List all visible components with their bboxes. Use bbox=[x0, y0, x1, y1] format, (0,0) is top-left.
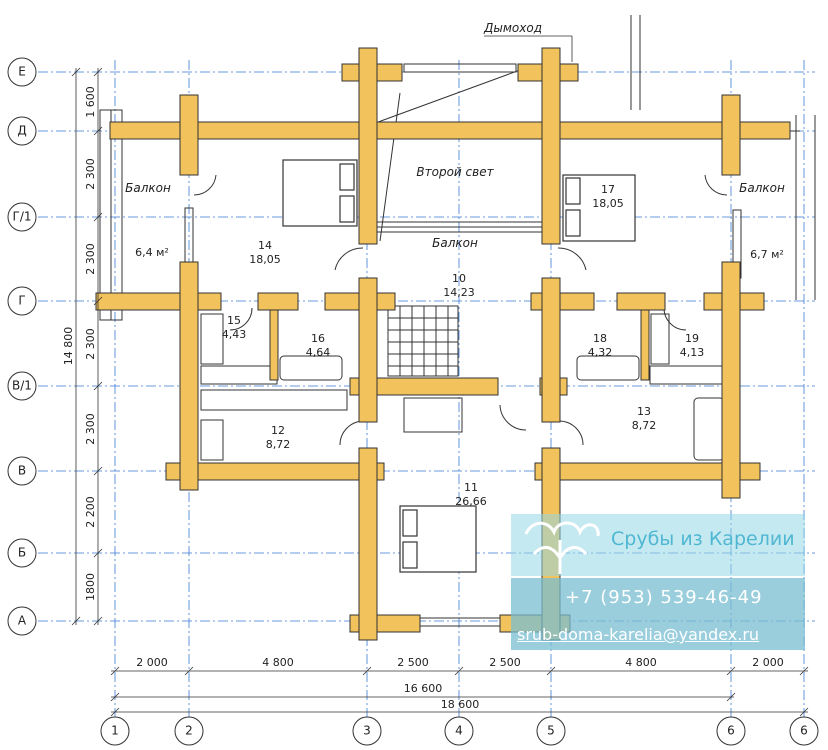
left-dim-text: 2 200 bbox=[84, 496, 97, 528]
row-axis-label: Б bbox=[18, 546, 26, 560]
row-axis-label: А bbox=[18, 614, 27, 628]
room-number: 14 bbox=[258, 239, 272, 252]
balcony-left-label: Балкон bbox=[125, 181, 171, 195]
row-axis-label: В bbox=[18, 464, 26, 478]
bottom-dim-text: 4 800 bbox=[262, 656, 294, 669]
bottom-dim-text: 4 800 bbox=[625, 656, 657, 669]
row-axis-label: В/1 bbox=[12, 379, 32, 393]
room-number: 10 bbox=[452, 272, 466, 285]
room-number: 11 bbox=[464, 481, 478, 494]
col-axis-label: 3 bbox=[363, 724, 371, 738]
room-area: 26,66 bbox=[455, 495, 487, 508]
left-dim-text: 2 300 bbox=[84, 328, 97, 360]
bottom-total-text: 16 600 bbox=[404, 682, 443, 695]
left-dim-text: 2 300 bbox=[84, 158, 97, 190]
room-number: 12 bbox=[271, 424, 285, 437]
axis-bubbles bbox=[7, 57, 819, 746]
bottom-dim-text: 2 500 bbox=[397, 656, 429, 669]
company-phone[interactable]: +7 (953) 539-46-49 bbox=[565, 587, 763, 608]
room-area: 18,05 bbox=[249, 253, 281, 266]
left-dim-text: 1800 bbox=[84, 573, 97, 601]
bottom-dimension-texts: 2 000 4 800 2 500 2 500 4 800 2 000 16 6… bbox=[136, 656, 784, 711]
balcony-right-label: Балкон bbox=[739, 181, 785, 195]
col-axis-label: 6 bbox=[800, 724, 808, 738]
bottom-dim-text: 2 000 bbox=[752, 656, 784, 669]
room-area: 18,05 bbox=[592, 197, 624, 210]
room-area: 4,13 bbox=[680, 346, 705, 359]
room-number: 17 bbox=[601, 183, 615, 196]
room-area: 4,32 bbox=[588, 346, 613, 359]
room-labels: 10 14,23 11 26,66 12 8,72 13 8,72 14 18,… bbox=[222, 183, 705, 508]
annotations: Дымоход Второй свет Балкон Балкон Балкон… bbox=[125, 21, 785, 261]
row-axis-label: Г bbox=[18, 294, 25, 308]
left-dim-text: 2 300 bbox=[84, 413, 97, 445]
room-number: 13 bbox=[637, 405, 651, 418]
col-axis-labels: 1 2 3 4 5 6 6 bbox=[111, 724, 808, 738]
left-dimension-texts: 1 600 2 300 2 300 2 300 2 300 2 200 1800… bbox=[62, 86, 97, 601]
company-logo-icon bbox=[524, 521, 600, 574]
balcony-right-area: 6,7 м² bbox=[750, 248, 784, 261]
bottom-total-text: 18 600 bbox=[441, 698, 480, 711]
second-light-label: Второй свет bbox=[416, 165, 494, 179]
bottom-dimension-lines bbox=[110, 666, 809, 717]
beds bbox=[282, 159, 636, 573]
row-axis-label: Г/1 bbox=[13, 210, 32, 224]
room-area: 4,43 bbox=[222, 328, 247, 341]
bottom-dim-text: 2 000 bbox=[136, 656, 168, 669]
balcony-left-area: 6,4 м² bbox=[135, 246, 169, 259]
col-axis-label: 5 bbox=[547, 724, 555, 738]
row-axis-labels: Е Д Г/1 Г В/1 В Б А bbox=[12, 65, 32, 628]
col-axis-label: 6 bbox=[727, 724, 735, 738]
left-total-text: 14 800 bbox=[62, 327, 75, 366]
contact-banner bbox=[511, 578, 805, 650]
room-number: 16 bbox=[311, 332, 325, 345]
company-email[interactable]: srub-doma-karelia@yandex.ru bbox=[517, 625, 760, 644]
row-axis-label: Д bbox=[17, 124, 26, 138]
room-number: 18 bbox=[593, 332, 607, 345]
col-axis-label: 1 bbox=[111, 724, 119, 738]
col-axis-label: 4 bbox=[455, 724, 463, 738]
log-walls bbox=[95, 47, 791, 641]
company-name: Срубы из Карелии bbox=[611, 528, 795, 550]
bottom-dim-text: 2 500 bbox=[489, 656, 521, 669]
row-axis-label: Е bbox=[18, 65, 26, 79]
room-area: 8,72 bbox=[632, 419, 657, 432]
chimney-label: Дымоход bbox=[483, 21, 542, 35]
room-number: 19 bbox=[685, 332, 699, 345]
room-area: 4,64 bbox=[306, 346, 331, 359]
left-dimension-lines bbox=[71, 67, 103, 626]
room-number: 15 bbox=[227, 314, 241, 327]
balcony-center-label: Балкон bbox=[432, 236, 478, 250]
room-area: 8,72 bbox=[266, 438, 291, 451]
left-dim-text: 1 600 bbox=[84, 86, 97, 118]
left-dim-text: 2 300 bbox=[84, 243, 97, 275]
room-area: 14,23 bbox=[443, 286, 475, 299]
col-axis-label: 2 bbox=[185, 724, 193, 738]
